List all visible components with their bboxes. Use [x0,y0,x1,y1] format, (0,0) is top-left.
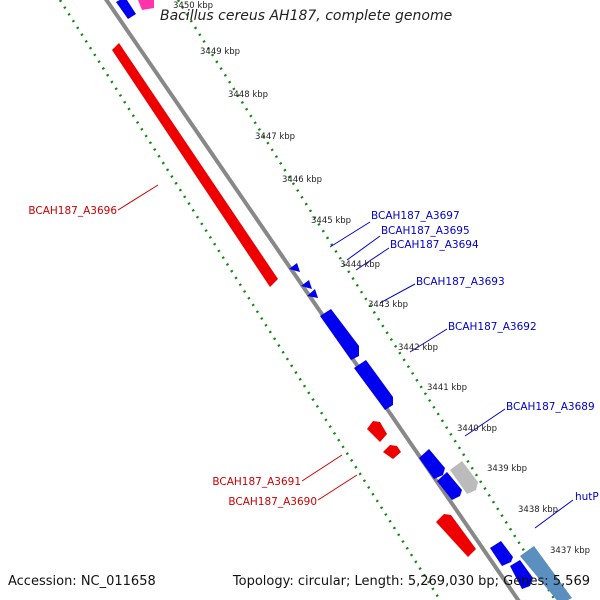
gene-label-bcah187-a3693[interactable]: BCAH187_A3693 [416,276,505,288]
gene-label-bcah187-a3697[interactable]: BCAH187_A3697 [371,210,460,222]
gene-label-bcah187-a3689[interactable]: BCAH187_A3689 [506,401,595,413]
gene-bcah187-a3690[interactable] [436,514,476,557]
gene-label-bcah187-a3690[interactable]: BCAH187_A3690 [228,496,317,508]
genome-title: Bacillus cereus AH187, complete genome [160,8,453,24]
leader-bcah187-a3693 [379,283,416,304]
scale-tick-label: 3446 kbp [282,175,322,185]
leader-bcah187-a3695 [346,235,381,261]
gene-bcah187-a3691-part1[interactable] [367,421,387,442]
gene-feature-pink[interactable] [138,0,154,10]
scale-tick-label: 3437 kbp [550,546,590,556]
genome-summary-text: Topology: circular; Length: 5,269,030 bp… [232,574,590,589]
gene-label-bcah187-a3696[interactable]: BCAH187_A3696 [28,205,117,217]
leader-bcah187-a3694 [355,247,390,271]
gene-label-bcah187-a3694[interactable]: BCAH187_A3694 [390,239,479,251]
leader-bcah187-a3692 [409,328,448,353]
accession-text: Accession: NC_011658 [8,574,156,589]
scale-tick-label: 3442 kbp [398,343,438,353]
scale-tick-label: 3439 kbp [487,464,527,474]
gene-bcah187-a3689-part2[interactable] [437,472,462,500]
scale-tick-label: 3441 kbp [427,383,467,393]
gene-bcah187-a3693[interactable] [320,309,359,360]
scale-tick-label: 3440 kbp [457,424,497,434]
scale-tick-label: 3438 kbp [518,505,558,515]
leader-bcah187-a3690 [317,474,358,501]
gene-label-bcah187-a3695[interactable]: BCAH187_A3695 [381,225,470,237]
scale-tick-label: 3449 kbp [200,47,240,57]
gene-pseudogene[interactable] [450,461,478,494]
gene-bcah187-a3695[interactable] [301,280,312,289]
leader-bcah187-a3697 [329,221,371,248]
leader-hutp [534,499,574,529]
gene-bcah187-a3691-part2[interactable] [383,445,401,459]
gene-bcah187-a3694[interactable] [307,289,318,298]
gene-forward-lower-2[interactable] [510,560,533,589]
scale-tick-label: 3444 kbp [340,260,380,270]
leader-bcah187-a3691 [301,454,343,482]
scale-tick-label: 3443 kbp [368,300,408,310]
gene-bcah187-a3697[interactable] [289,263,300,272]
gene-label-bcah187-a3692[interactable]: BCAH187_A3692 [448,321,537,333]
gene-bcah187-a3696[interactable] [112,43,278,287]
gene-label-bcah187-a3691[interactable]: BCAH187_A3691 [212,476,301,488]
gene-forward-lower[interactable] [490,541,513,566]
leader-bcah187-a3696 [117,184,159,211]
scale-tick-label: 3450 kbp [173,1,213,11]
scale-tick-label: 3447 kbp [255,132,295,142]
scale-tick-label: 3445 kbp [311,216,351,226]
gene-label-hutp[interactable]: hutP [575,491,599,503]
gene-hutp[interactable] [520,546,572,600]
genome-backbone [104,0,521,600]
leader-bcah187-a3689 [464,408,506,437]
gene-bcah187-a3689-part1[interactable] [419,449,445,479]
gene-bcah187-a3692[interactable] [354,360,393,410]
scale-tick-label: 3448 kbp [228,90,268,100]
gene-forward-small[interactable] [116,0,136,19]
